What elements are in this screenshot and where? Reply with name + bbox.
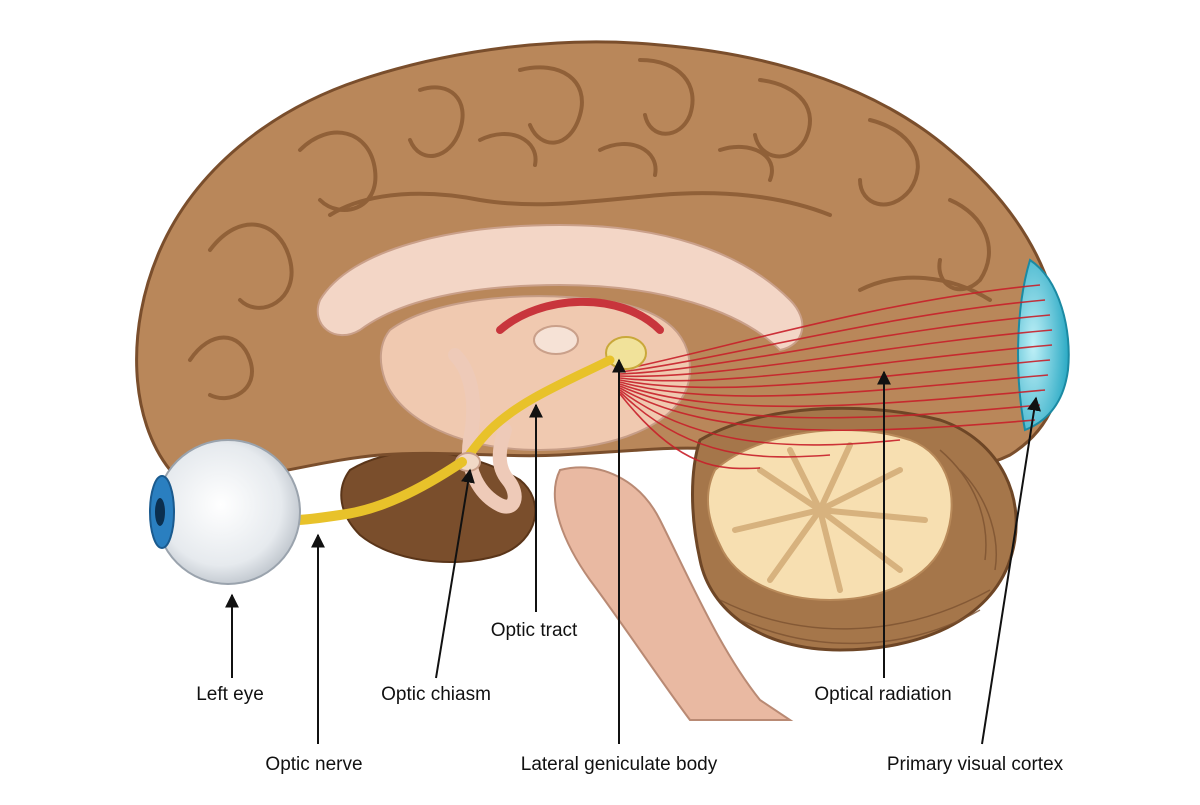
lateral-geniculate-body-node — [605, 336, 647, 370]
pituitary-stalk — [448, 348, 522, 514]
thalamus-nucleus — [533, 325, 579, 355]
label-optic-tract: Optic tract — [490, 620, 578, 641]
arbor-branches — [732, 442, 928, 593]
thalamus-region — [379, 295, 692, 452]
fornix — [496, 297, 664, 334]
optic-tract — [460, 355, 615, 465]
arrow-icon — [435, 468, 475, 679]
label-lateral-geniculate-body: Lateral geniculate body — [520, 754, 718, 775]
label-optical-radiation: Optical radiation — [814, 684, 952, 705]
label-primary-visual-cortex: Primary visual cortex — [886, 754, 1064, 775]
gyri — [188, 58, 992, 401]
cerebellum-folia — [719, 449, 997, 645]
arrows — [225, 358, 1041, 745]
label-optic-chiasm: Optic chiasm — [381, 684, 491, 705]
arrow-icon — [981, 396, 1041, 745]
label-left-eye: Left eye — [196, 684, 264, 705]
brainstem — [553, 466, 794, 721]
label-optic-nerve: Optic nerve — [265, 754, 363, 775]
eye-icon — [149, 439, 301, 585]
corpus-callosum — [316, 223, 804, 352]
optical-radiation-fibres — [619, 284, 1053, 470]
optic-nerve — [291, 457, 467, 525]
